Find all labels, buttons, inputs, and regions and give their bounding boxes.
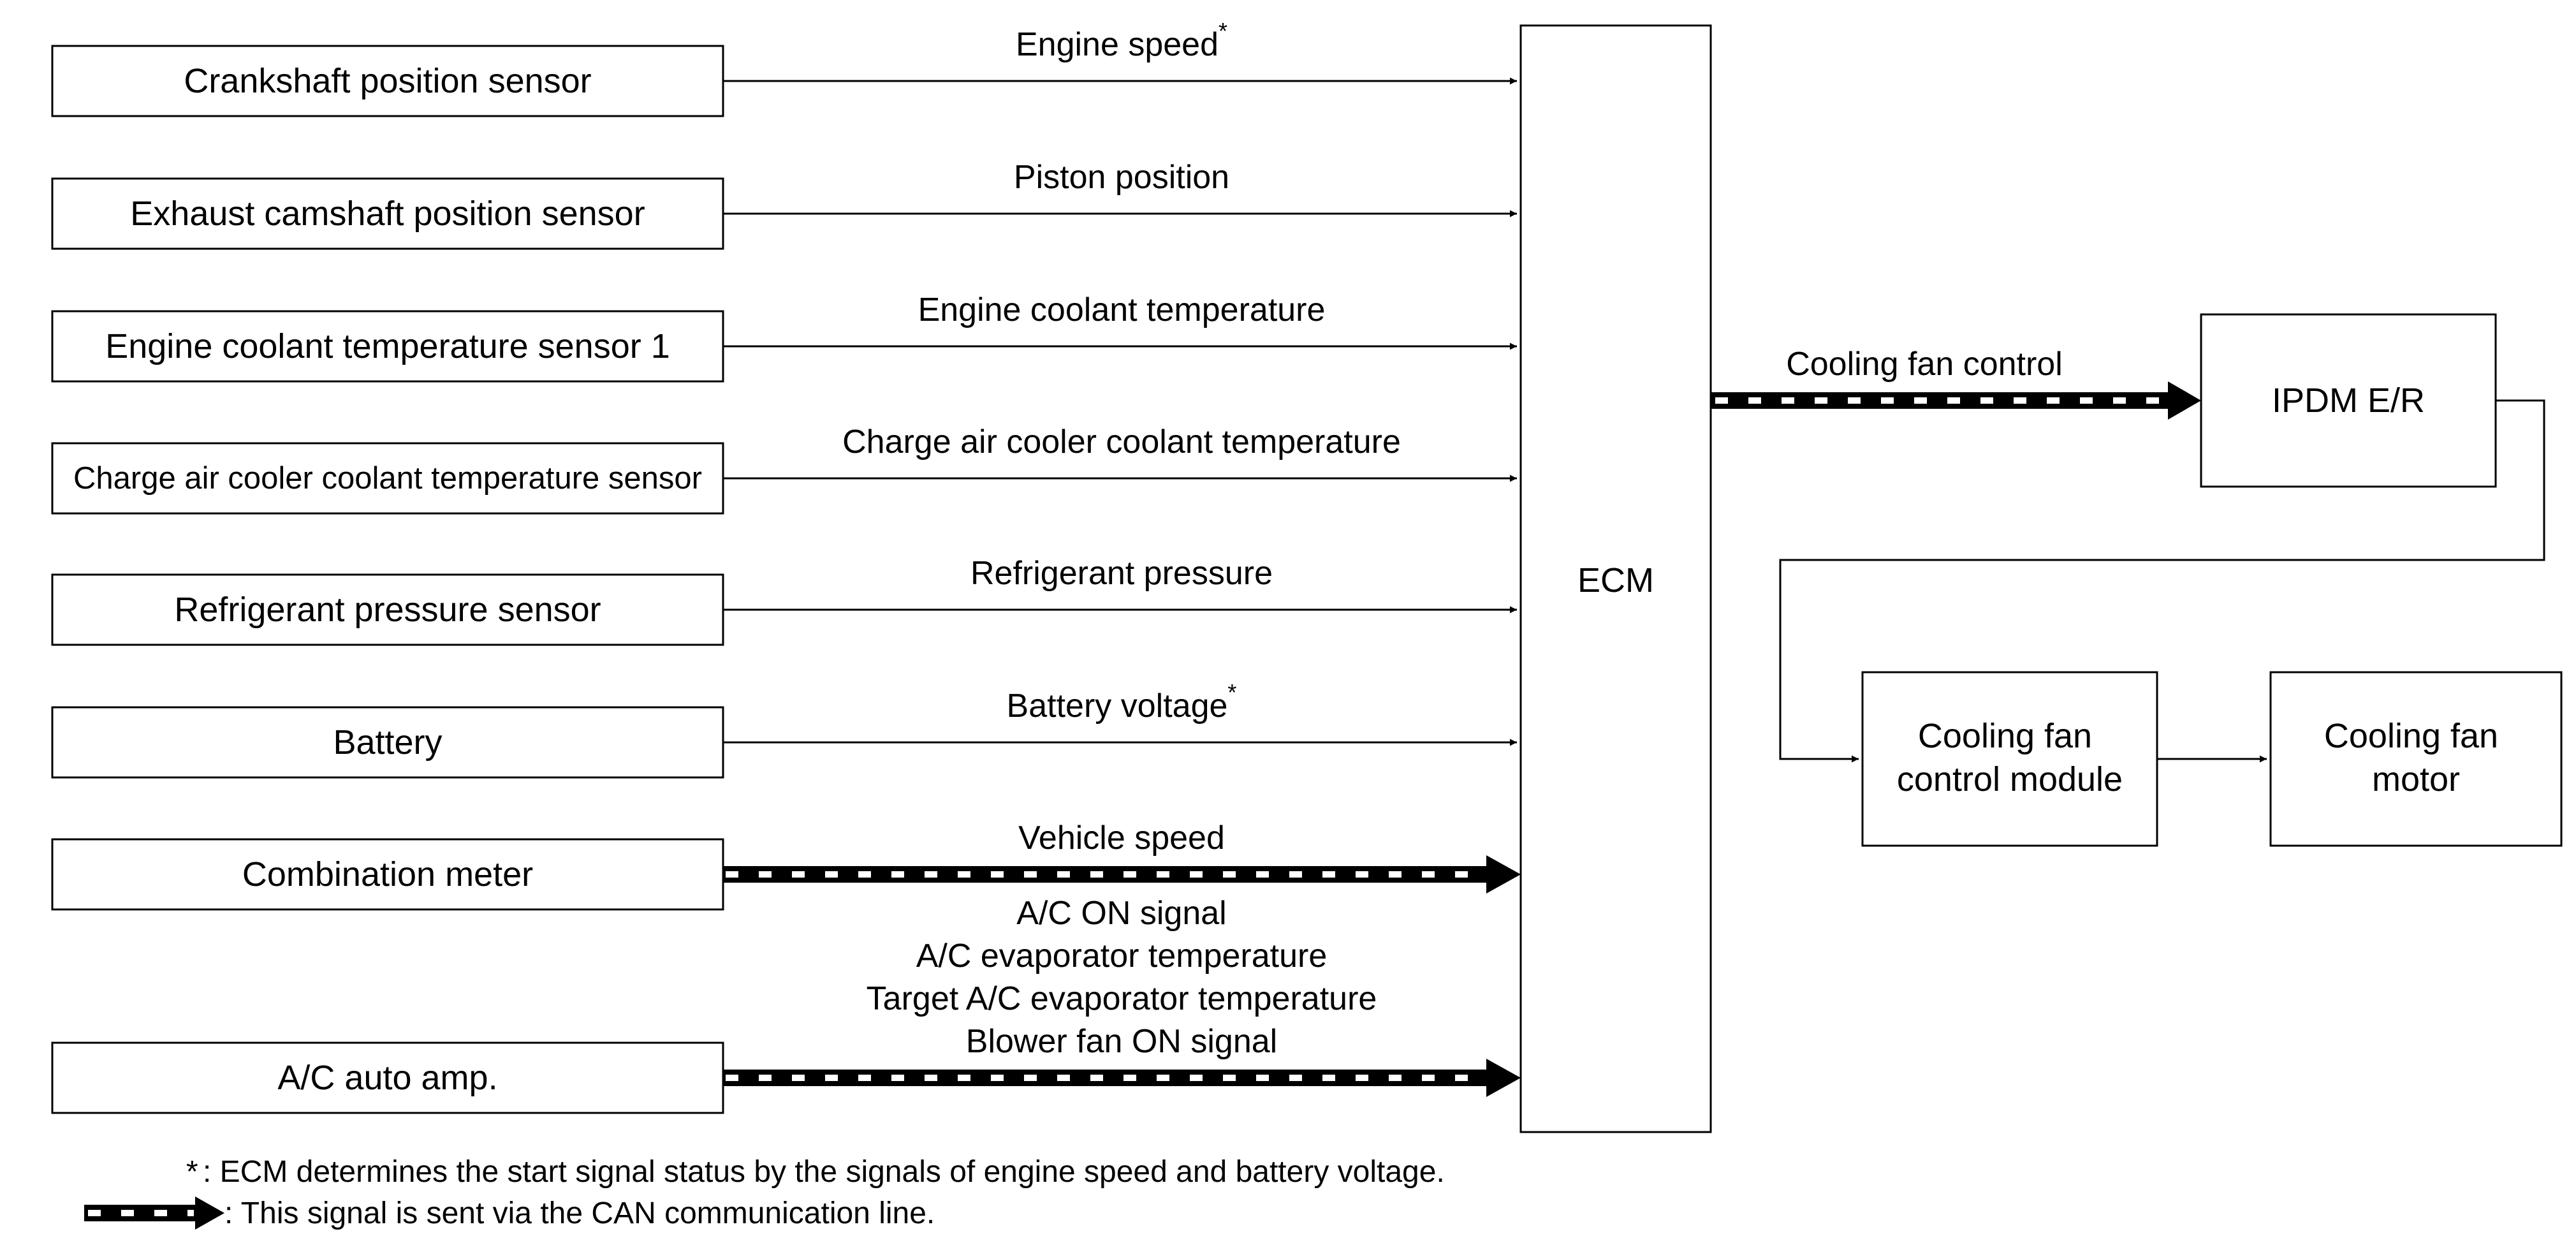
input-box-charge-air — [51, 442, 724, 515]
signal-text-charge-air: Charge air cooler coolant temperature — [842, 423, 1401, 460]
can-arrowhead — [2168, 381, 2201, 420]
signal-crankshaft: Engine speed* — [1016, 18, 1227, 63]
input-exhaust-camshaft: Exhaust camshaft position sensor Piston p… — [51, 159, 1517, 250]
signal-coolant-temp: Engine coolant temperature — [918, 291, 1326, 328]
signal-refrigerant: Refrigerant pressure — [970, 555, 1273, 592]
input-box-crankshaft — [51, 45, 724, 117]
input-crankshaft: Crankshaft position sensor Engine speed* — [51, 18, 1517, 117]
fan-motor-line-1: Cooling fan — [2324, 717, 2498, 755]
input-box-coolant-temp — [51, 310, 724, 383]
ecm-block: ECM — [1519, 24, 1712, 1133]
input-label-combination-meter: Combination meter — [242, 855, 533, 894]
signal-ac-auto-amp-1: A/C ON signal — [1016, 895, 1226, 932]
signal-ac-auto-amp-4: Blower fan ON signal — [966, 1023, 1277, 1060]
input-label-refrigerant: Refrigerant pressure sensor — [174, 591, 601, 629]
input-box-ac-auto-amp — [51, 1041, 724, 1114]
input-charge-air: Charge air cooler coolant temperature se… — [51, 423, 1517, 515]
input-label-ac-auto-amp: A/C auto amp. — [277, 1059, 497, 1097]
input-label-exhaust-camshaft: Exhaust camshaft position sensor — [130, 195, 645, 233]
fan-motor-label: Cooling fan motor — [2324, 717, 2508, 798]
signal-text-combination-meter: Vehicle speed — [1018, 820, 1225, 857]
legend-footnote: : ECM determines the start signal status… — [203, 1155, 1445, 1189]
ecm-label: ECM — [1577, 561, 1654, 600]
signal-footnote-marker-crankshaft: * — [1218, 18, 1227, 44]
input-box-exhaust-camshaft — [51, 177, 724, 250]
signal-text-battery: Battery voltage — [1007, 688, 1228, 725]
signal-cooling-fan-control: Cooling fan control — [1786, 346, 2063, 383]
input-box-refrigerant — [51, 573, 724, 646]
ipdm-box — [2200, 313, 2497, 488]
signal-footnote-marker-battery: * — [1227, 679, 1236, 705]
fan-control-module-label: Cooling fan control module — [1897, 717, 2123, 798]
fan-motor-block: Cooling fan motor — [2269, 671, 2563, 847]
signal-ac-auto-amp-2: A/C evaporator temperature — [916, 938, 1328, 975]
signal-charge-air: Charge air cooler coolant temperature — [842, 423, 1401, 460]
input-box-combination-meter — [51, 838, 724, 911]
fan-motor-line-2: motor — [2372, 760, 2460, 798]
input-refrigerant: Refrigerant pressure sensor Refrigerant p… — [51, 555, 1517, 646]
can-arrowhead-ac-auto-amp — [1486, 1059, 1521, 1097]
signal-battery: Battery voltage* — [1007, 679, 1237, 725]
fan-control-module-line-1: Cooling fan — [1918, 717, 2092, 755]
input-label-coolant-temp: Engine coolant temperature sensor 1 — [105, 327, 670, 365]
signal-text-refrigerant: Refrigerant pressure — [970, 555, 1273, 592]
fan-control-module-block: Cooling fan control module — [1861, 671, 2158, 847]
ecm-box — [1519, 24, 1712, 1133]
wire-ipdm-to-fan-module — [1779, 399, 2545, 763]
input-combination-meter: Combination meter Vehicle speed — [51, 820, 1521, 911]
can-arrowhead-combination-meter — [1486, 855, 1521, 894]
input-battery: Battery Battery voltage* — [51, 679, 1517, 779]
input-box-battery — [51, 706, 724, 779]
fan-control-module-line-2: control module — [1897, 760, 2123, 798]
input-label-crankshaft: Crankshaft position sensor — [184, 62, 591, 100]
signal-text-exhaust-camshaft: Piston position — [1014, 159, 1229, 196]
input-label-charge-air: Charge air cooler coolant temperature se… — [73, 461, 702, 496]
fan-control-module-box — [1861, 671, 2158, 847]
signal-ac-auto-amp-3: Target A/C evaporator temperature — [867, 980, 1377, 1017]
legend-footnote-marker: * — [186, 1155, 198, 1189]
cooling-fan-control-signal: Cooling fan control — [1711, 346, 2201, 420]
legend: * : ECM determines the start signal stat… — [84, 1155, 1445, 1230]
signal-combination-meter: Vehicle speed — [1018, 820, 1225, 857]
ipdm-block: IPDM E/R — [2200, 313, 2497, 488]
signal-text-coolant-temp: Engine coolant temperature — [918, 291, 1326, 328]
ipdm-label: IPDM E/R — [2272, 381, 2425, 420]
fan-motor-box — [2269, 671, 2563, 847]
signal-text-crankshaft: Engine speed — [1016, 26, 1218, 63]
legend-can-arrowhead — [195, 1196, 224, 1230]
legend-can-text: : This signal is sent via the CAN commun… — [224, 1196, 935, 1230]
signal-exhaust-camshaft: Piston position — [1014, 159, 1229, 196]
input-label-battery: Battery — [333, 723, 442, 761]
input-coolant-temp: Engine coolant temperature sensor 1 Engin… — [51, 291, 1517, 383]
